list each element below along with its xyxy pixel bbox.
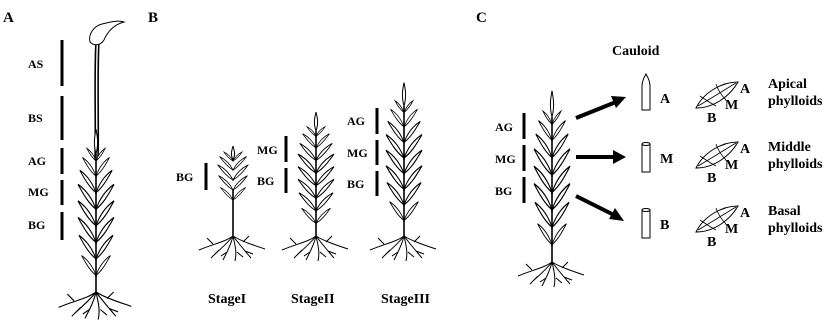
panel-c: C AG MG BG Cauloid bbox=[476, 10, 823, 287]
zone-label-mg: MG bbox=[28, 185, 49, 199]
stage2-label: StageII bbox=[291, 292, 335, 307]
cauloid-middle-segment bbox=[642, 143, 650, 173]
basal-leaf-b: B bbox=[707, 235, 716, 250]
middle-phylloids-line1: Middle bbox=[768, 140, 811, 155]
zone-label-bs: BS bbox=[28, 111, 43, 125]
arrow-to-middle bbox=[576, 150, 626, 164]
c-zone-bg: BG bbox=[495, 184, 512, 198]
cauloid-title: Cauloid bbox=[612, 44, 660, 59]
stage-1-plant: BG StageI bbox=[176, 146, 265, 307]
apical-leaf-m: M bbox=[725, 98, 738, 113]
stage2-zone-mg: MG bbox=[257, 143, 278, 157]
moss-plant-c bbox=[518, 91, 584, 287]
cauloid-apical-segment bbox=[642, 74, 650, 110]
basal-phylloids-line2: phylloids bbox=[768, 221, 823, 236]
middle-leaf-m: M bbox=[725, 158, 738, 173]
panel-c-label: C bbox=[476, 10, 487, 26]
apical-phylloids-line1: Apical bbox=[768, 77, 807, 92]
apical-leaf-a: A bbox=[740, 82, 751, 97]
arrow-to-apical bbox=[576, 96, 626, 118]
c-zone-ag: AG bbox=[495, 120, 513, 134]
c-zone-mg: MG bbox=[495, 152, 516, 166]
zone-label-bg: BG bbox=[28, 218, 45, 232]
panel-b-label: B bbox=[148, 10, 158, 26]
stage3-zone-ag: AG bbox=[347, 114, 365, 128]
stage2-zone-bg: BG bbox=[257, 174, 274, 188]
stage-2-plant: MG BG StageII bbox=[257, 112, 348, 307]
stage3-label: StageIII bbox=[381, 292, 430, 307]
moss-plant-with-sporophyte bbox=[59, 21, 132, 319]
basal-phylloids-line1: Basal bbox=[768, 204, 801, 219]
stage-3-plant: AG MG BG StageIII bbox=[347, 83, 436, 307]
zone-label-as: AS bbox=[28, 57, 44, 71]
panel-b: B BG StageI MG BG StageII bbox=[148, 10, 436, 307]
apical-leaf-b: B bbox=[707, 111, 716, 126]
middle-leaf-a: A bbox=[740, 142, 751, 157]
arrow-to-basal bbox=[576, 196, 624, 221]
stage3-zone-bg: BG bbox=[347, 177, 364, 191]
middle-phylloids-line2: phylloids bbox=[768, 157, 823, 172]
middle-leaf-b: B bbox=[707, 171, 716, 186]
stage1-zone-bg: BG bbox=[176, 170, 193, 184]
basal-leaf-m: M bbox=[725, 222, 738, 237]
cauloid-basal-segment bbox=[642, 209, 650, 239]
basal-leaf-a: A bbox=[740, 206, 751, 221]
zone-label-ag: AG bbox=[28, 154, 46, 168]
panel-a-label: A bbox=[3, 10, 14, 26]
stage3-zone-mg: MG bbox=[347, 146, 368, 160]
cauloid-part-m: M bbox=[660, 152, 673, 167]
cauloid-part-a: A bbox=[660, 92, 671, 107]
cauloid-part-b: B bbox=[660, 218, 669, 233]
apical-phylloids-line2: phylloids bbox=[768, 94, 823, 109]
panel-a: A AS BS AG MG BG bbox=[3, 10, 131, 320]
stage1-label: StageI bbox=[208, 292, 246, 307]
